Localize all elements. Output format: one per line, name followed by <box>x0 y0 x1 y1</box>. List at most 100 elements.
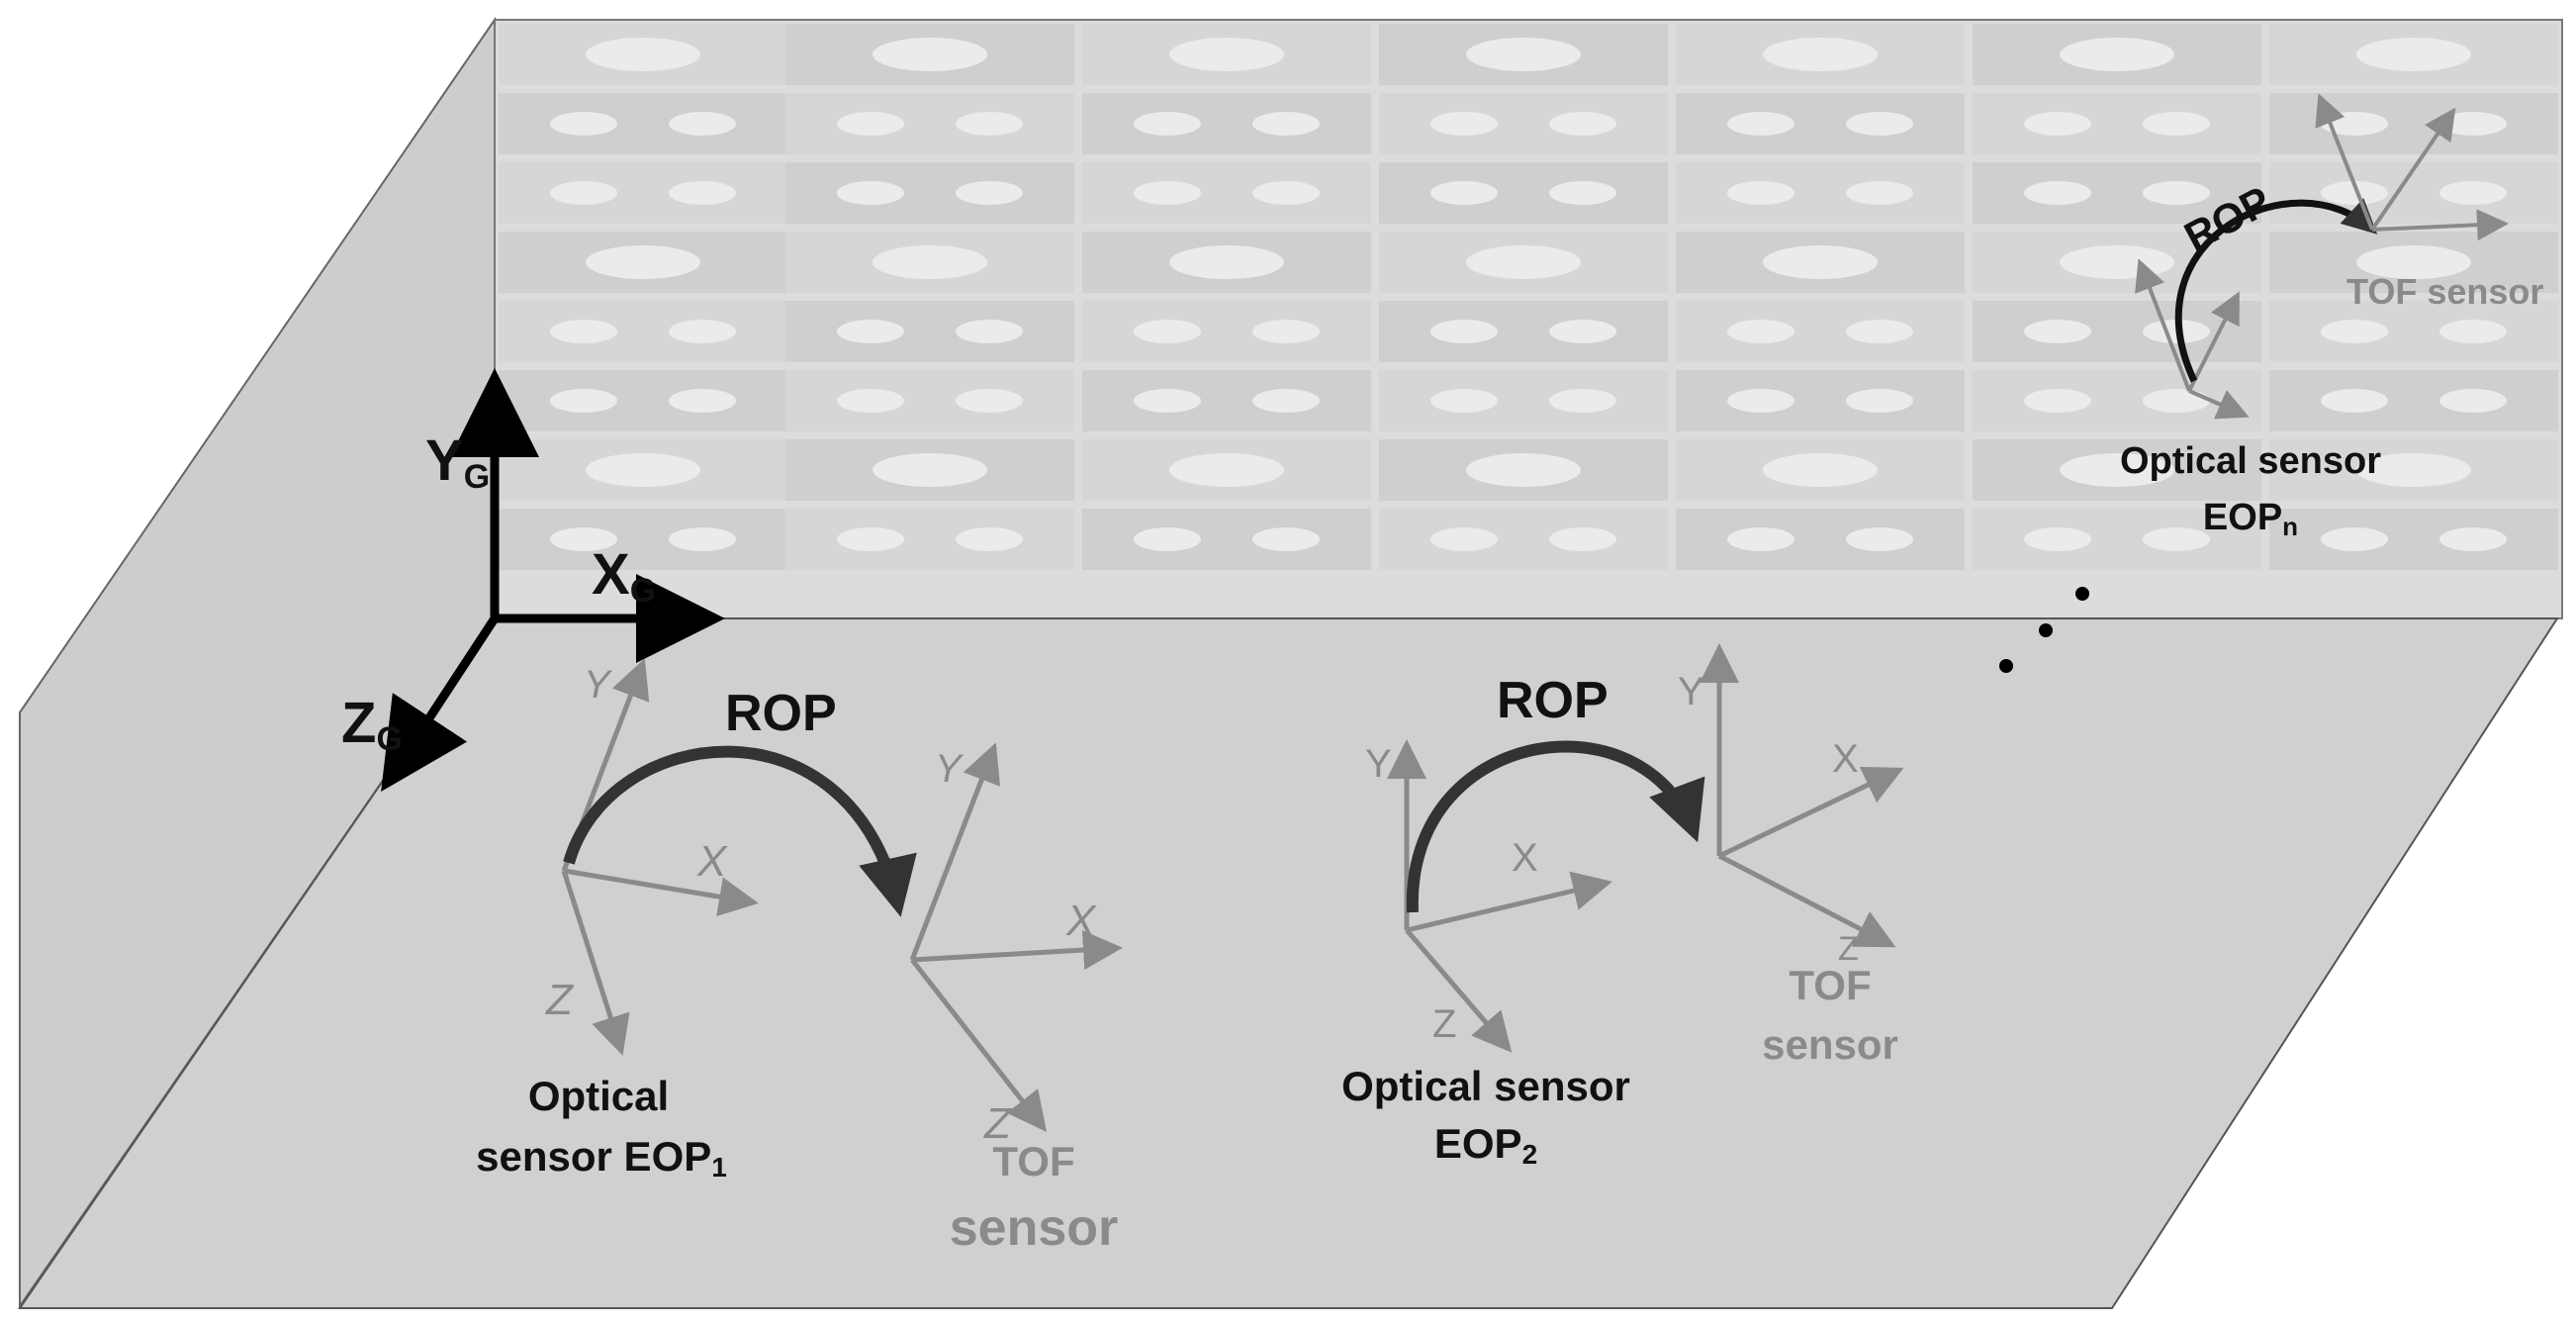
target-hole <box>2024 389 2091 413</box>
target-hole <box>550 112 617 136</box>
target-panel <box>1973 93 2261 154</box>
frame1-tof-z-label: Z <box>983 1099 1013 1148</box>
target-panel <box>499 509 787 570</box>
frame2-optical-label-line2: EOP2 <box>1434 1120 1537 1170</box>
target-hole <box>2143 527 2210 551</box>
target-hole <box>2356 38 2471 71</box>
target-panel <box>785 370 1074 431</box>
target-hole <box>1846 181 1913 205</box>
framen-optical-x-axis <box>2187 291 2240 392</box>
target-hole <box>1466 38 1581 71</box>
target-hole <box>1549 389 1616 413</box>
target-hole <box>1252 527 1320 551</box>
target-panel <box>785 162 1074 224</box>
frame2-optical-x-axis <box>1406 871 1612 933</box>
frame2-tof-label-line2: sensor <box>1762 1021 1898 1068</box>
target-hole <box>2439 112 2507 136</box>
frame1-tof-label-line1: TOF <box>992 1138 1074 1184</box>
target-hole <box>2356 453 2471 487</box>
framen-tof-x-axis <box>2370 107 2456 232</box>
target-hole <box>1549 320 1616 343</box>
target-hole <box>669 112 736 136</box>
target-hole <box>1727 181 1794 205</box>
target-hole <box>550 320 617 343</box>
frame1-tof-x-label: X <box>1065 897 1097 945</box>
target-hole <box>1727 389 1794 413</box>
target-hole <box>2439 181 2507 205</box>
target-hole <box>2024 320 2091 343</box>
target-panel <box>1676 162 1965 224</box>
target-hole <box>873 453 987 487</box>
target-hole <box>1763 38 1878 71</box>
frame2-tof-x-axis <box>1717 767 1904 859</box>
ellipsis-dot <box>2039 623 2053 637</box>
target-panel <box>1676 370 1965 431</box>
target-panel <box>785 93 1074 154</box>
target-panel <box>1082 301 1371 362</box>
target-panel <box>1379 509 1668 570</box>
target-hole <box>1727 320 1794 343</box>
target-hole <box>1430 112 1498 136</box>
target-hole <box>956 320 1023 343</box>
framen-tof-y-axis <box>2315 93 2374 231</box>
target-hole <box>956 181 1023 205</box>
frame-n: ROP TOF sensor Optical sensor EOPn <box>2120 93 2543 541</box>
target-hole <box>586 38 700 71</box>
target-panel <box>2269 93 2558 154</box>
target-hole <box>1846 112 1913 136</box>
target-hole <box>837 320 904 343</box>
frame1-optical-x-label: X <box>696 837 728 886</box>
frame2-optical-z-label: Z <box>1432 1002 1456 1046</box>
frame2-optical-z-axis <box>1405 928 1513 1053</box>
frame2-optical-label-line1: Optical sensor <box>1341 1063 1630 1109</box>
frame2-tof-label-line1: TOF <box>1789 962 1871 1008</box>
target-hole <box>1466 453 1581 487</box>
target-panel <box>1676 93 1965 154</box>
frame1-optical-z-label: Z <box>545 976 575 1024</box>
frame1-optical-z-axis <box>561 870 630 1056</box>
target-panel <box>1379 162 1668 224</box>
frame1-optical-label-line1: Optical <box>528 1073 669 1119</box>
target-hole <box>1846 320 1913 343</box>
target-hole <box>2024 527 2091 551</box>
global-z-axis <box>381 615 499 793</box>
target-hole <box>2439 389 2507 413</box>
frame1-tof-y-label: Y <box>935 747 965 791</box>
global-z-label: ZG <box>341 691 403 758</box>
frame1-optical-x-axis <box>563 868 759 916</box>
target-hole <box>2321 389 2388 413</box>
target-hole <box>837 389 904 413</box>
target-panel <box>499 93 787 154</box>
target-panel <box>1676 301 1965 362</box>
target-hole <box>956 112 1023 136</box>
target-hole <box>2439 320 2507 343</box>
floor-plane <box>18 617 2559 1309</box>
target-hole <box>2143 181 2210 205</box>
target-hole <box>669 389 736 413</box>
target-hole <box>1134 389 1201 413</box>
frame2-optical-y-label: Y <box>1365 742 1392 786</box>
frame2-tof-x-label: X <box>1832 737 1859 781</box>
target-hole <box>2143 112 2210 136</box>
target-hole <box>1252 112 1320 136</box>
ellipsis-dot <box>2075 587 2089 601</box>
target-panel <box>1973 162 2261 224</box>
target-hole <box>1134 112 1201 136</box>
framen-optical-z-axis <box>2188 389 2250 420</box>
target-hole <box>1549 112 1616 136</box>
target-hole <box>873 38 987 71</box>
target-hole <box>1846 527 1913 551</box>
target-panel <box>1082 370 1371 431</box>
framen-rop-arrow <box>2175 198 2378 383</box>
frame1-tof-z-axis <box>910 958 1048 1132</box>
target-panel <box>499 370 787 431</box>
target-hole <box>2321 527 2388 551</box>
target-hole <box>1430 389 1498 413</box>
target-hole <box>550 181 617 205</box>
target-hole <box>2024 112 2091 136</box>
target-hole <box>2356 245 2471 279</box>
frame1-tof-x-axis <box>911 930 1123 970</box>
target-hole <box>2060 453 2174 487</box>
target-panel <box>1082 509 1371 570</box>
